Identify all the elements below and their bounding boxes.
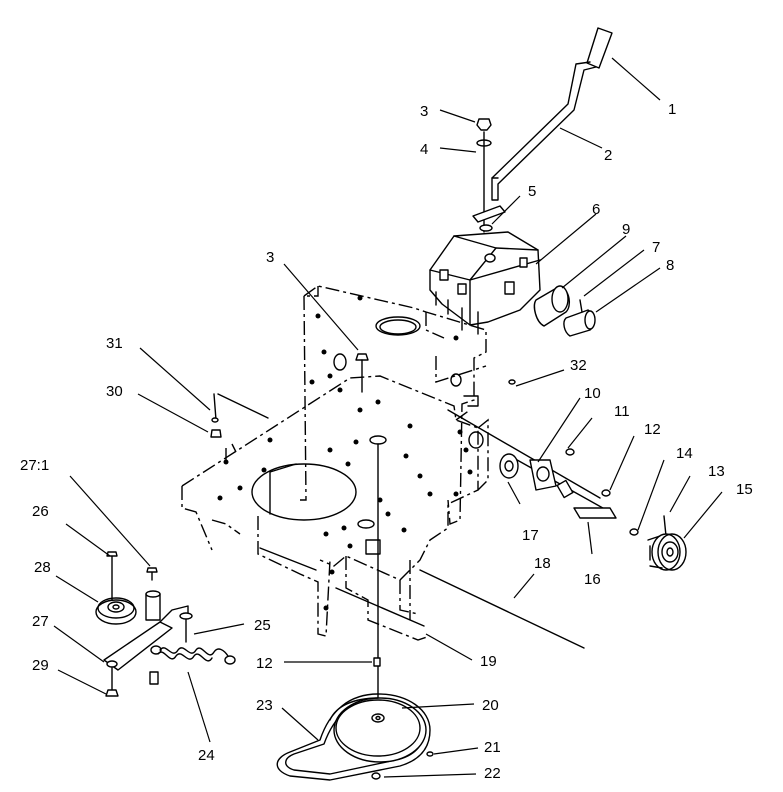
callout-18: 18 [534,555,551,572]
idler-arm [95,551,236,697]
key-32 [508,379,516,385]
callout-3: 3 [420,103,428,120]
callout-1: 1 [668,101,676,118]
callout-29: 29 [32,657,49,674]
callout-23: 23 [256,697,273,714]
callout-31: 31 [106,335,123,352]
callout-16: 16 [584,571,601,588]
callout-labels: 1 2 3 4 5 6 9 7 8 3 31 30 32 10 11 12 14… [20,101,753,782]
drive-belt [276,693,434,781]
callout-3-lower: 3 [266,249,274,266]
callout-13: 13 [708,463,725,480]
leader-lines [53,57,723,778]
bolt-30-31 [210,393,269,438]
callout-19: 19 [480,653,497,670]
callout-32: 32 [570,357,587,374]
callout-21: 21 [484,739,501,756]
callout-22: 22 [484,765,501,782]
shift-lever [491,27,613,201]
callout-10: 10 [584,385,601,402]
main-frame [181,285,489,641]
callout-12: 12 [644,421,661,438]
lower-bolt [355,353,381,721]
callout-17: 17 [522,527,539,544]
callout-28: 28 [34,559,51,576]
callout-9: 9 [622,221,630,238]
callout-12-lower: 12 [256,655,273,672]
callout-27-1: 27:1 [20,457,49,474]
jackshaft-assembly [447,409,687,571]
callout-25: 25 [254,617,271,634]
callout-8: 8 [666,257,674,274]
callout-15: 15 [736,481,753,498]
callout-14: 14 [676,445,693,462]
callout-27: 27 [32,613,49,630]
cable-18 [419,569,585,649]
callout-7: 7 [652,239,660,256]
callout-24: 24 [198,747,215,764]
callout-11: 11 [614,403,630,420]
callout-30: 30 [106,383,123,400]
callout-2: 2 [604,147,612,164]
callout-6: 6 [592,201,600,218]
callout-26: 26 [32,503,49,520]
callout-20: 20 [482,697,499,714]
callout-5: 5 [528,183,536,200]
callout-4: 4 [420,141,428,158]
lever-bolt [472,118,506,233]
transmission [429,231,596,337]
